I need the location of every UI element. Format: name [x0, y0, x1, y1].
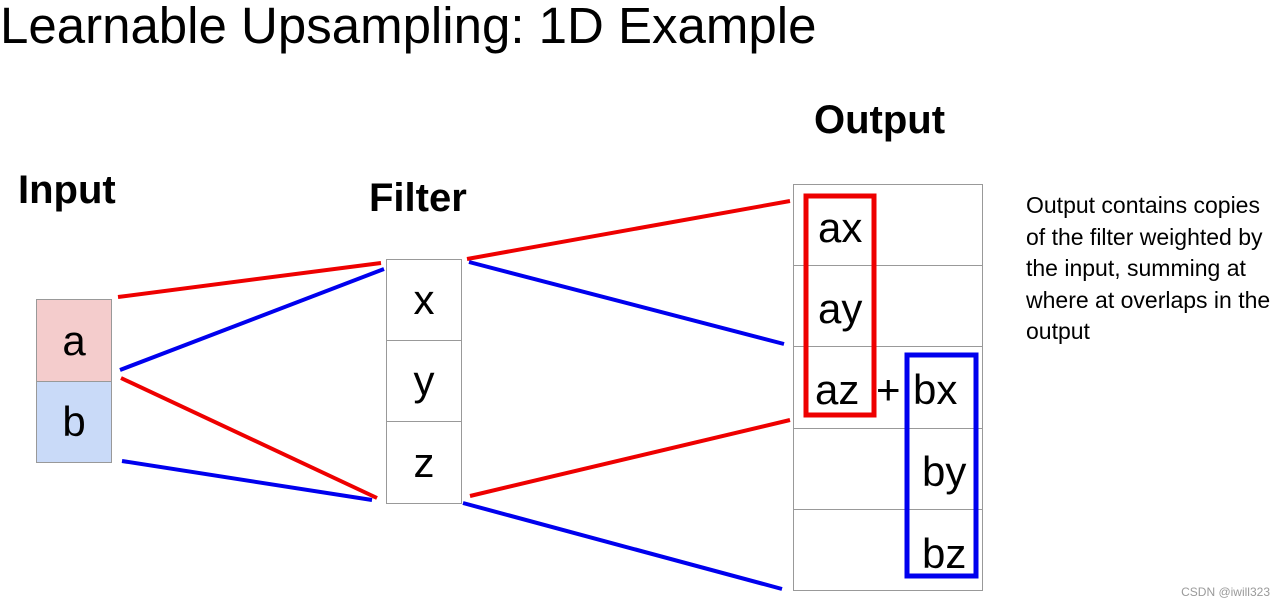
input-cell-b: b [36, 381, 112, 463]
output-heading: Output [814, 98, 946, 142]
blue-line-b-to-filter-bottom [121, 459, 373, 502]
input-heading: Input [18, 168, 116, 212]
output-term-by: by [922, 448, 967, 495]
slide-title: Learnable Upsampling: 1D Example [0, 0, 817, 54]
filter-cell-z-label: z [413, 438, 435, 486]
output-term-ay: ay [818, 285, 863, 332]
blue-copy-box [904, 352, 979, 579]
red-line-a-to-filter-top [117, 261, 382, 299]
red-line-b-to-filter-bottom [120, 376, 378, 500]
blue-line-a-to-filter-top [119, 267, 385, 372]
blue-line-filter-to-output-bottom [462, 501, 783, 591]
output-term-bx: bx [913, 366, 958, 413]
watermark: CSDN @iwill323 [1181, 585, 1270, 599]
filter-cell-z: z [386, 421, 462, 504]
red-copy-box [803, 193, 877, 418]
output-term-az: az [815, 366, 860, 413]
filter-cell-y-label: y [413, 357, 435, 404]
input-cell-a-label: a [62, 316, 86, 364]
red-line-filter-to-output-mid [469, 418, 791, 498]
output-term-ax: ax [818, 204, 863, 251]
filter-heading: Filter [369, 176, 467, 220]
output-plus-sign: + [876, 366, 901, 413]
input-cell-a: a [36, 299, 112, 382]
red-line-filter-to-output-top [466, 199, 791, 261]
blue-line-filter-to-output-mid [468, 260, 785, 346]
filter-cell-x-label: x [413, 276, 435, 323]
output-row-5 [793, 509, 983, 591]
output-term-bz: bz [922, 530, 967, 577]
input-cell-b-label: b [62, 398, 86, 445]
explanation-text: Output contains copies of the filter wei… [1026, 192, 1271, 344]
